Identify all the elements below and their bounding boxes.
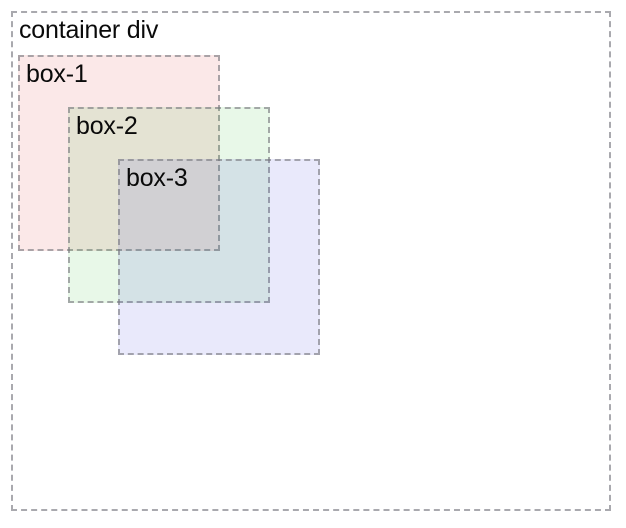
box-1-label: box-1 — [26, 60, 88, 88]
box-2: box-2 — [68, 107, 270, 303]
container-div-label: container div — [19, 16, 159, 44]
box-2-label: box-2 — [76, 112, 138, 140]
container-div: container div — [11, 11, 611, 511]
box-3-label: box-3 — [126, 164, 188, 192]
box-3: box-3 — [118, 159, 320, 355]
